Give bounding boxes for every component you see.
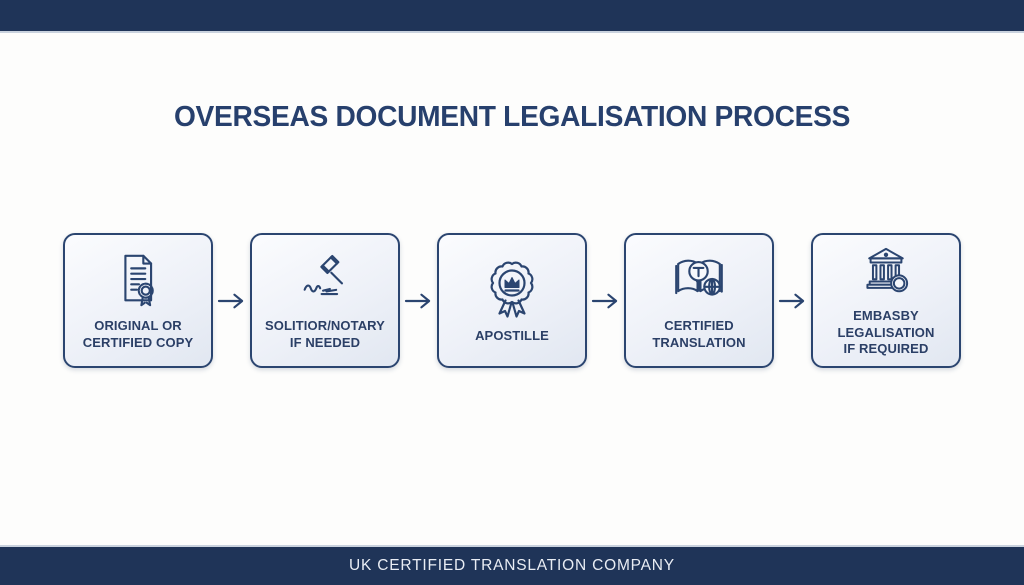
document-certificate-icon <box>107 249 169 311</box>
footer-navy-bar: UK CERTIFIED TRANSLATION COMPANY <box>0 545 1024 585</box>
step-label: SOLITIOR/NOTARY IF NEEDED <box>265 318 385 350</box>
step-label: EMBASBY LEGALISATION IF REQUIRED <box>837 307 935 357</box>
translation-book-icon <box>668 249 730 311</box>
step-embassy-legalisation: EMBASBY LEGALISATION IF REQUIRED <box>811 233 961 368</box>
step-label: CERTIFIED TRANSLATION <box>652 318 746 350</box>
step-label: ORIGINAL OR CERTIFIED COPY <box>82 318 194 350</box>
step-label: APOSTILLE <box>475 327 549 343</box>
flow-arrow-icon <box>587 290 624 312</box>
gavel-notary-icon <box>294 249 356 311</box>
step-certified-translation: CERTIFIED TRANSLATION <box>624 233 774 368</box>
top-navy-bar <box>0 0 1024 33</box>
step-solicitor-notary: SOLITIOR/NOTARY IF NEEDED <box>250 233 400 368</box>
embassy-building-icon <box>857 243 915 301</box>
page-title: OVERSEAS DOCUMENT LEGALISATION PROCESS <box>173 101 851 133</box>
step-apostille: APOSTILLE <box>437 233 587 368</box>
flow-arrow-icon <box>774 290 811 312</box>
process-flow: ORIGINAL OR CERTIFIED COPY SOLITIOR/NOTA… <box>0 233 1024 368</box>
flow-arrow-icon <box>213 290 250 312</box>
step-original-or-certified-copy: ORIGINAL OR CERTIFIED COPY <box>63 233 213 368</box>
apostille-seal-icon <box>480 257 544 321</box>
flow-arrow-icon <box>400 290 437 312</box>
footer-company-name: UK CERTIFIED TRANSLATION COMPANY <box>349 557 675 574</box>
